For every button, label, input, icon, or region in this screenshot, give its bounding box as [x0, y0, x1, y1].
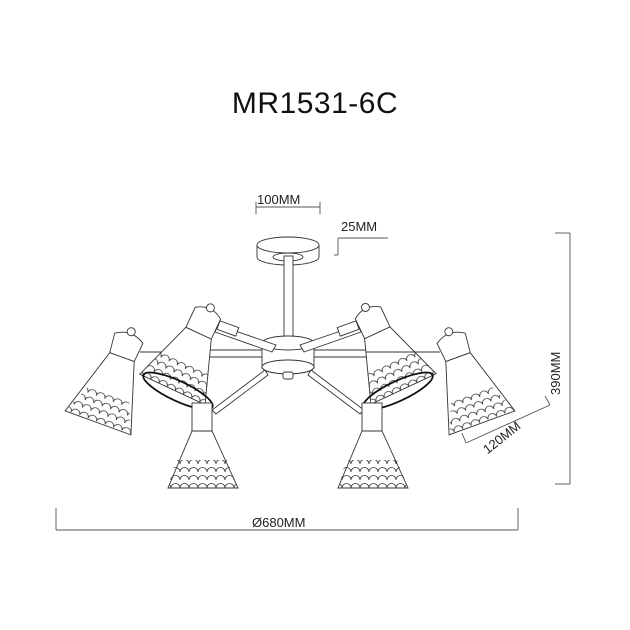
canopy-diameter-label: 100MM	[257, 192, 301, 207]
canopy-height-dimension	[334, 237, 388, 256]
stem	[283, 255, 294, 343]
shade-far-right	[436, 327, 516, 436]
shade-rear-right	[354, 302, 437, 405]
ceiling-canopy	[256, 236, 320, 266]
overall-diameter-label: Ø680MM	[252, 515, 306, 530]
overall-height-dimension	[555, 232, 571, 485]
shade-front-left	[167, 402, 239, 489]
shade-far-left	[64, 327, 144, 436]
shade-front-right	[337, 402, 409, 489]
lower-arms	[211, 369, 365, 415]
overall-diameter-dimension	[55, 508, 519, 531]
center-hub	[261, 335, 315, 380]
shade-length-dimension	[461, 395, 551, 444]
canopy-height-label: 25MM	[341, 219, 378, 234]
model-title: MR1531-6C	[231, 87, 399, 120]
back-arms	[210, 349, 366, 358]
upper-arms	[140, 320, 362, 353]
canopy-diameter-dimension	[255, 202, 321, 214]
